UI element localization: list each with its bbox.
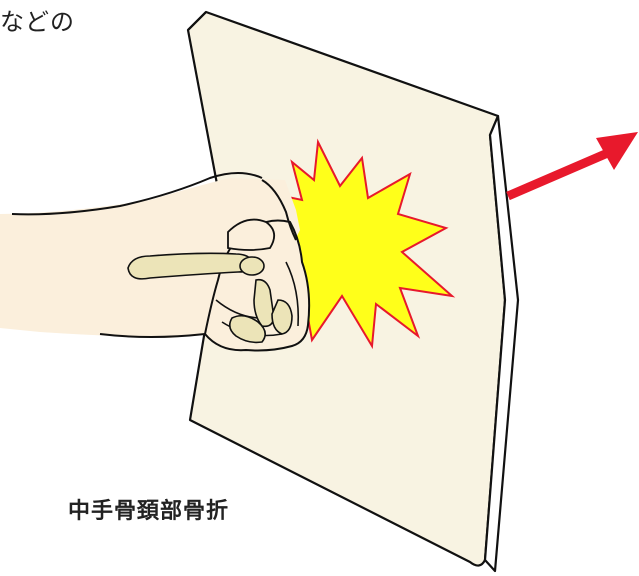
forearm-top-line <box>11 172 263 216</box>
finger-curl-3 <box>285 261 300 327</box>
force-arrow-icon <box>506 132 638 201</box>
board-side-edge <box>483 114 520 573</box>
forearm-bottom-line <box>99 333 206 338</box>
fist-hand-icon <box>0 172 311 352</box>
thumb <box>227 218 276 251</box>
knuckle-crease <box>261 179 297 241</box>
knuckle-joint <box>239 256 265 276</box>
top-caption-fragment: などの <box>0 8 75 36</box>
board-top-edge <box>187 11 207 31</box>
phalanx-bone-3 <box>271 299 293 335</box>
fracture-label: 中手骨頚部骨折 <box>68 499 230 524</box>
phalanx-bone-2 <box>228 314 266 344</box>
phalanx-bone-1 <box>253 278 275 328</box>
